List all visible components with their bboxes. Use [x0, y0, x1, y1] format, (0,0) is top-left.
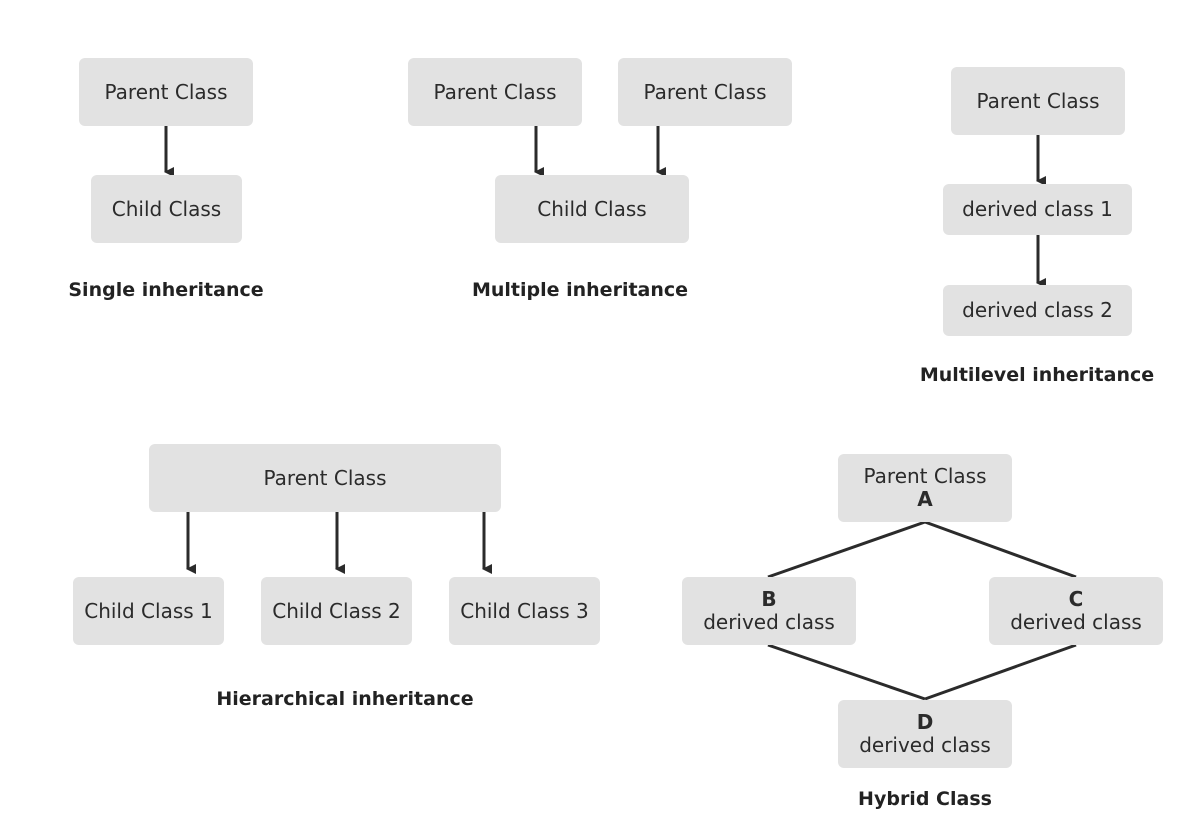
hybrid-line-a-b	[767, 520, 926, 579]
hybrid-d-letter: D	[916, 710, 934, 734]
hybrid-a-label: Parent Class	[863, 464, 987, 488]
hierarchical-child1-label: Child Class 1	[84, 598, 213, 623]
hierarchical-parent-box: Parent Class	[149, 444, 501, 512]
multilevel-derived1-box: derived class 1	[943, 184, 1132, 235]
multiple-parent-label-2: Parent Class	[643, 79, 767, 104]
hybrid-line-c-d	[924, 643, 1077, 701]
hybrid-c-letter: C	[1068, 587, 1084, 611]
hybrid-line-a-c	[924, 520, 1077, 579]
multiple-parent-box-1: Parent Class	[408, 58, 582, 126]
hierarchical-child1-box: Child Class 1	[73, 577, 224, 645]
hierarchical-caption: Hierarchical inheritance	[216, 688, 474, 710]
hierarchical-child2-box: Child Class 2	[261, 577, 412, 645]
multiple-child-label: Child Class	[537, 196, 647, 221]
multilevel-derived1-label: derived class 1	[962, 197, 1113, 221]
hybrid-b-letter: B	[761, 587, 777, 611]
single-parent-label: Parent Class	[104, 79, 228, 104]
single-child-box: Child Class	[91, 175, 242, 243]
hybrid-line-b-d	[767, 643, 926, 701]
single-parent-box: Parent Class	[79, 58, 253, 126]
multilevel-derived2-box: derived class 2	[943, 285, 1132, 336]
hybrid-a-letter: A	[917, 487, 933, 511]
hybrid-box-a: Parent Class A	[838, 454, 1012, 522]
hybrid-d-label: derived class	[859, 733, 991, 757]
multiple-parent-box-2: Parent Class	[618, 58, 792, 126]
hybrid-b-label: derived class	[703, 610, 835, 634]
hierarchical-child2-label: Child Class 2	[272, 598, 401, 623]
multiple-caption: Multiple inheritance	[471, 279, 689, 301]
multilevel-parent-label: Parent Class	[976, 88, 1100, 113]
hybrid-box-b: B derived class	[682, 577, 856, 645]
hierarchical-parent-label: Parent Class	[263, 465, 387, 490]
single-child-label: Child Class	[111, 196, 222, 221]
multilevel-derived2-label: derived class 2	[962, 298, 1113, 322]
hybrid-box-c: C derived class	[989, 577, 1163, 645]
single-caption: Single inheritance	[68, 279, 264, 301]
hybrid-caption: Hybrid Class	[858, 788, 992, 810]
hierarchical-child3-label: Child Class 3	[460, 598, 589, 623]
multiple-parent-label-1: Parent Class	[433, 79, 557, 104]
multilevel-caption: Multilevel inheritance	[919, 364, 1155, 386]
hybrid-box-d: D derived class	[838, 700, 1012, 768]
multiple-child-box: Child Class	[495, 175, 689, 243]
hybrid-c-label: derived class	[1010, 610, 1142, 634]
hierarchical-child3-box: Child Class 3	[449, 577, 600, 645]
multilevel-parent-box: Parent Class	[951, 67, 1125, 135]
